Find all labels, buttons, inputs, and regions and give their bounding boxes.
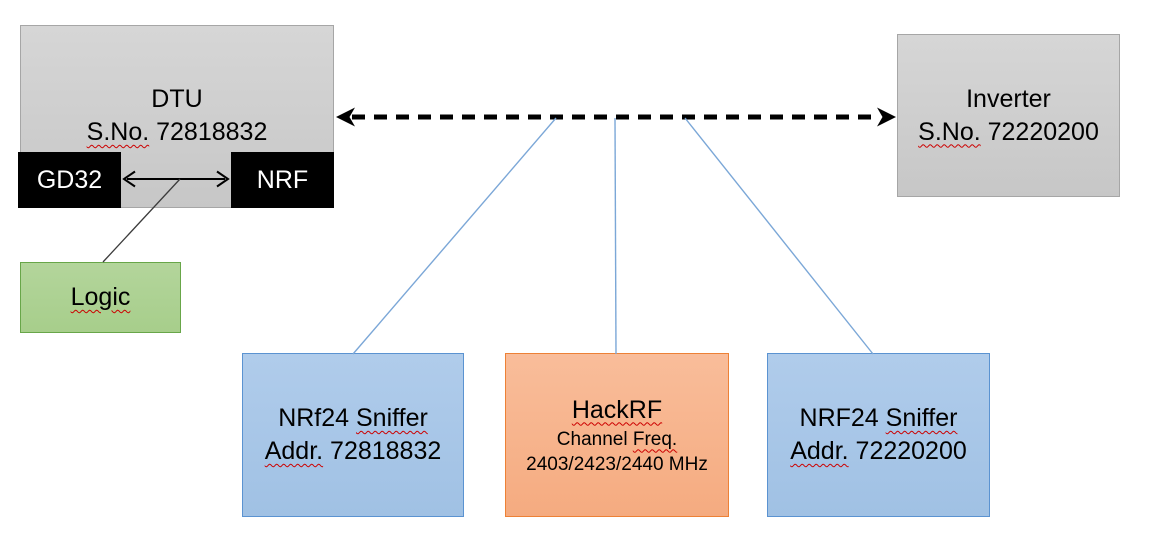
hackrf-title: HackRF <box>572 394 662 427</box>
inverter-box: Inverter S.No. 72220200 <box>897 34 1120 197</box>
hackrf-channel-prefix: Channel <box>556 428 633 450</box>
dtu-text: DTU S.No. 72818832 <box>21 83 333 149</box>
sniffer-right-title: NRF24 Sniffer <box>800 402 958 435</box>
gd32-chip: GD32 <box>18 152 121 208</box>
inverter-serial-prefix: S.No. <box>918 117 981 146</box>
nrf-label: NRF <box>256 165 309 194</box>
sniffer-left-title-prefix: NRf24 <box>278 404 356 432</box>
sniffer-left-connector-line <box>352 117 557 355</box>
dtu-title: DTU <box>151 85 203 113</box>
dashed-arrow-right-head <box>877 107 896 127</box>
hackrf-connector-line <box>614 117 617 355</box>
sniffer-left-addr-number: 72818832 <box>323 437 442 465</box>
nrf-chip: NRF <box>231 152 334 208</box>
sniffer-right-addr: Addr. 72220200 <box>790 435 967 468</box>
sniffer-left-title-word: Sniffer <box>356 404 428 432</box>
logic-label: Logic <box>71 281 131 314</box>
sniffer-right-addr-number: 72220200 <box>848 437 967 465</box>
sniffer-right-addr-prefix: Addr. <box>790 437 849 465</box>
sniffer-left-title: NRf24 Sniffer <box>278 402 428 435</box>
hackrf-channel-label: Channel Freq. <box>557 427 677 452</box>
hackrf-box: HackRF Channel Freq. 2403/2423/2440 MHz <box>505 353 729 517</box>
hackrf-channel-word: Freq. <box>632 428 678 450</box>
dtu-serial-number: 72818832 <box>149 118 268 146</box>
logic-label-text: Logic <box>70 283 131 311</box>
sniffer-right-title-prefix: NRF24 <box>799 404 886 432</box>
inverter-serial-number: 72220200 <box>980 117 1099 146</box>
inverter-title: Inverter <box>966 84 1051 113</box>
sniffer-right-connector-line <box>684 117 874 355</box>
sniffer-left-addr: Addr. 72818832 <box>265 435 442 468</box>
sniffer-right-title-word: Sniffer <box>885 404 958 432</box>
hackrf-frequencies: 2403/2423/2440 MHz <box>526 453 708 475</box>
sniffer-left-box: NRf24 Sniffer Addr. 72818832 <box>242 353 464 517</box>
dtu-serial: S.No. 72818832 <box>21 116 333 149</box>
dtu-serial-prefix: S.No. <box>86 118 150 146</box>
hackrf-title-text: HackRF <box>571 395 663 424</box>
dtu-inverter-dashed-arrow <box>336 107 896 127</box>
gd32-label: GD32 <box>36 165 103 194</box>
dashed-arrow-left-head <box>336 107 355 127</box>
logic-box: Logic <box>20 262 181 333</box>
sniffer-right-box: NRF24 Sniffer Addr. 72220200 <box>767 353 990 517</box>
inverter-serial: S.No. 72220200 <box>918 116 1099 149</box>
sniffer-left-addr-prefix: Addr. <box>264 437 324 465</box>
